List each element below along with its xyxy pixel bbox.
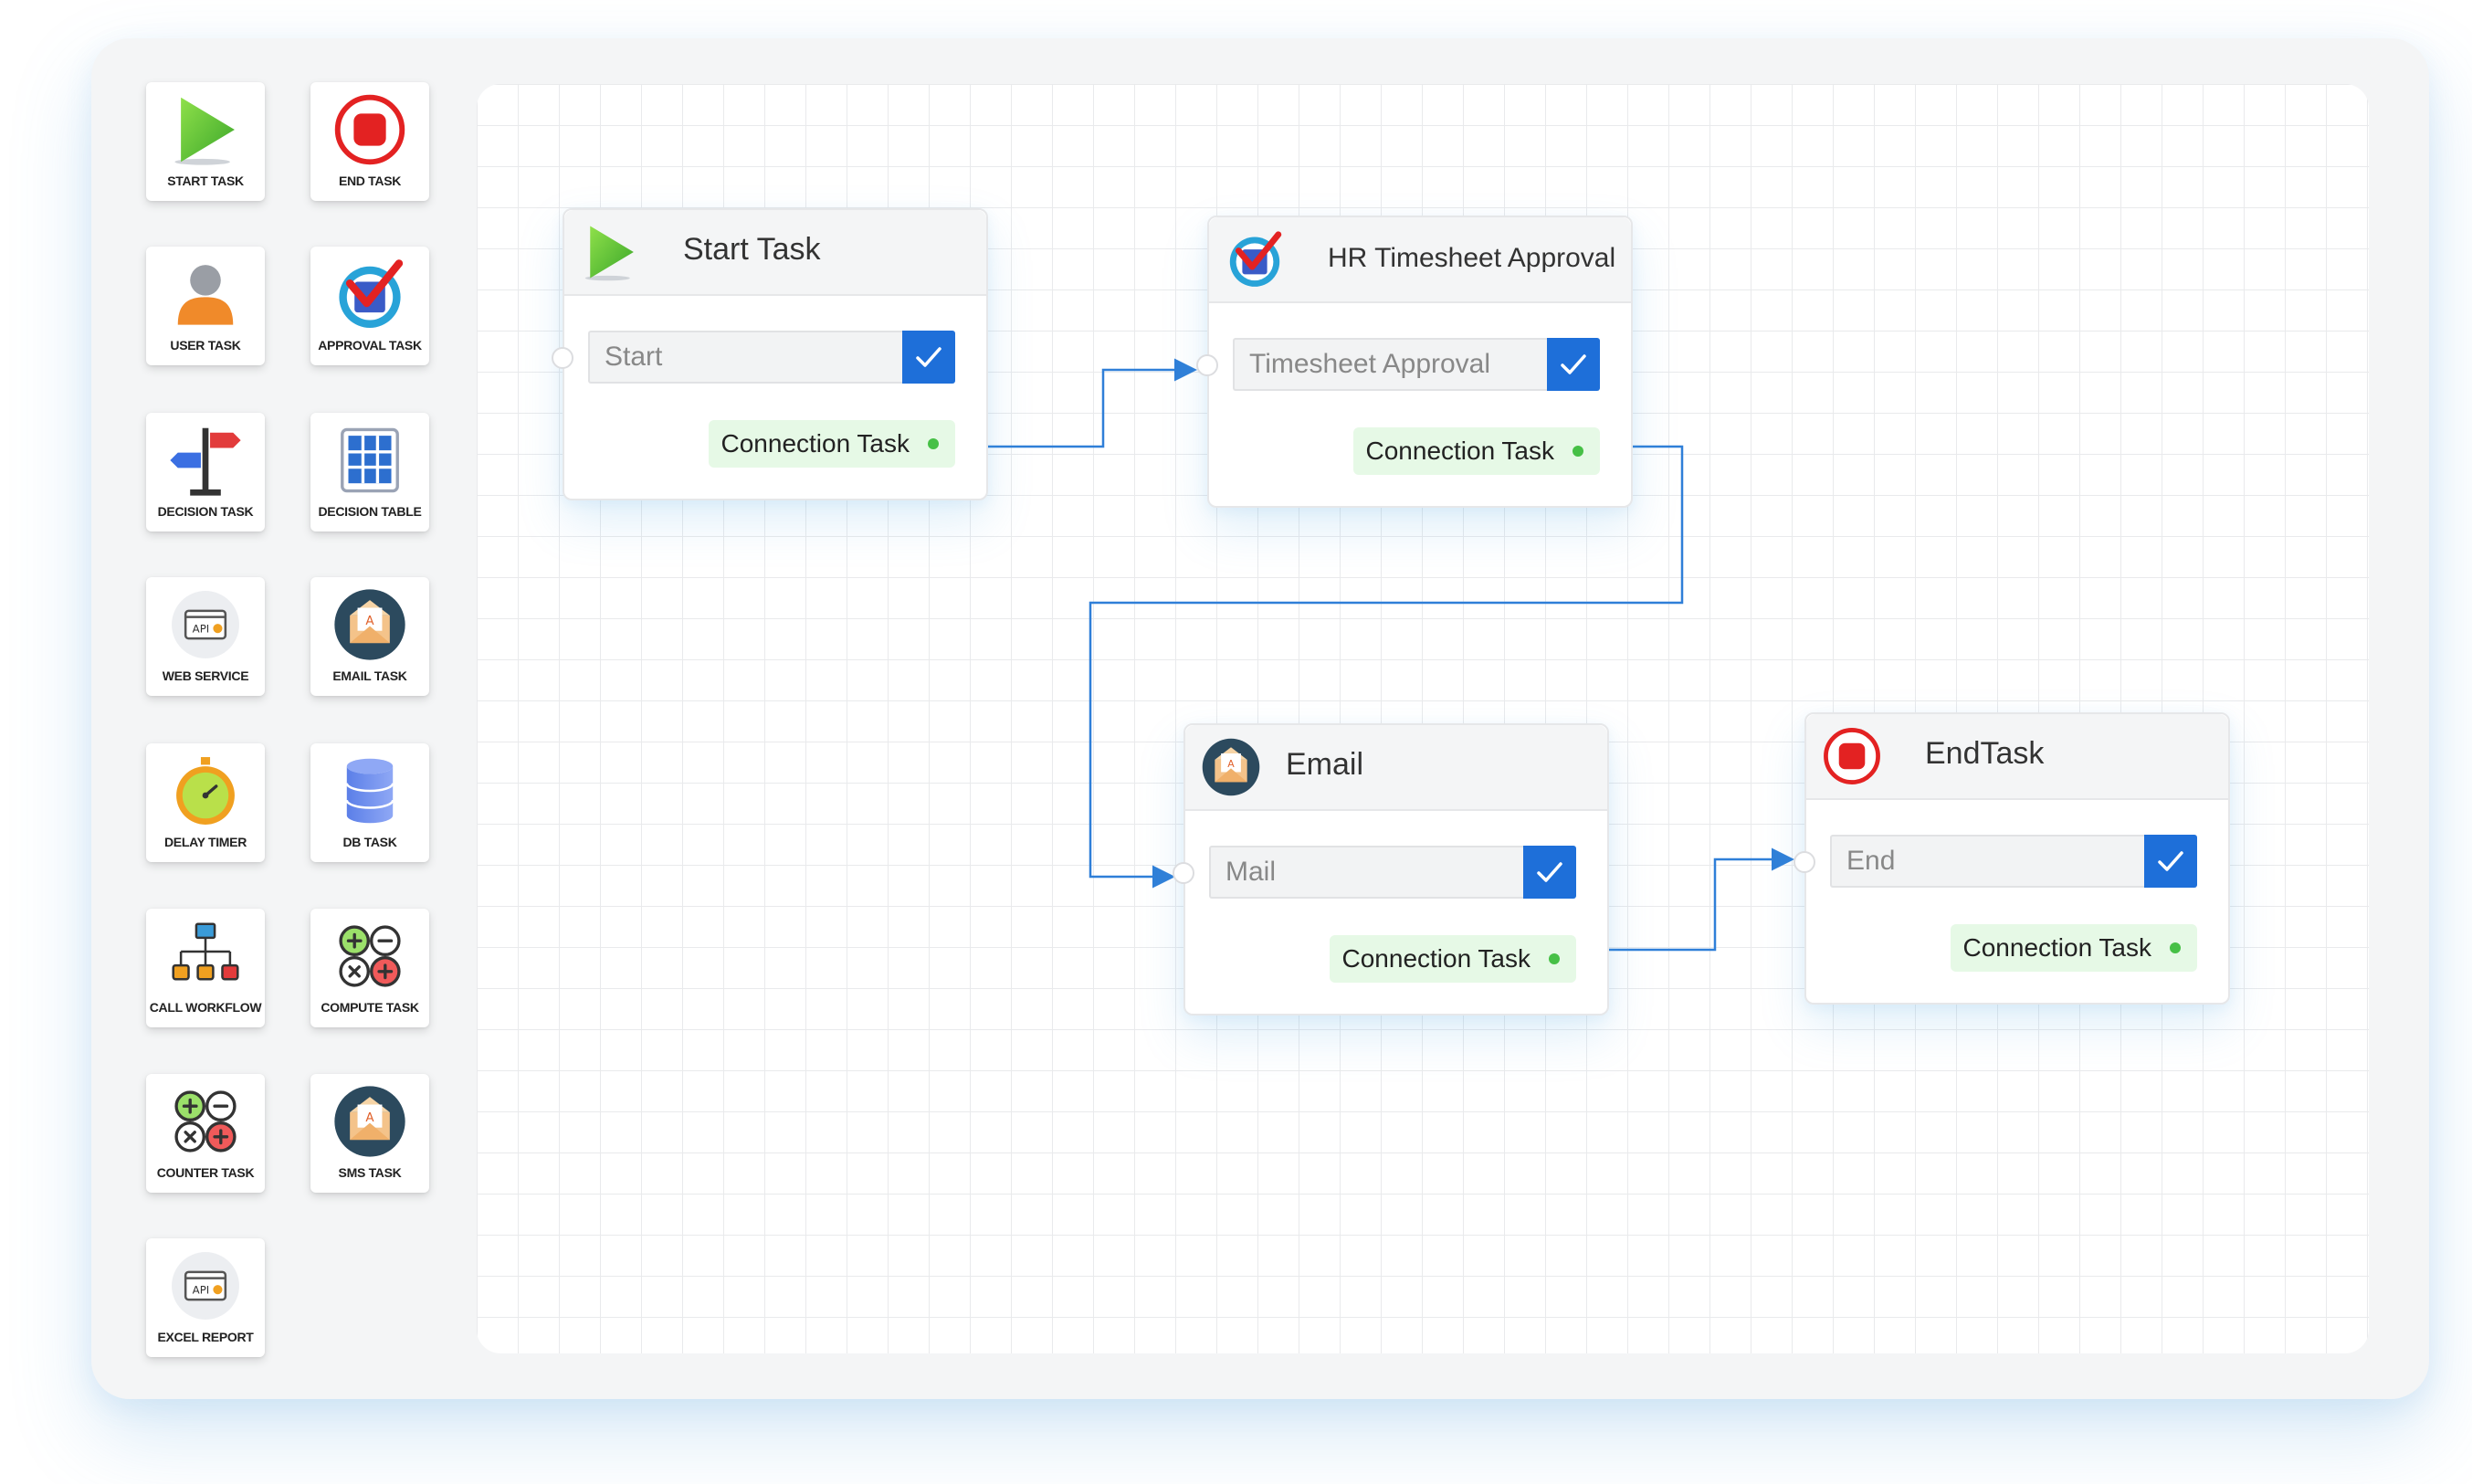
api-window-icon — [167, 1247, 244, 1324]
node-title: Start Task — [683, 232, 821, 267]
palette-item-email-task[interactable]: EMAIL TASK — [310, 577, 429, 696]
user-icon — [167, 256, 244, 332]
calculator-operators-icon — [167, 1083, 244, 1160]
confirm-button[interactable] — [1547, 338, 1600, 391]
palette-item-call-workflow[interactable]: CALL WORKFLOW — [146, 909, 265, 1027]
table-icon — [331, 422, 408, 499]
node-start-task[interactable]: Start Task Connection Task — [552, 208, 988, 500]
approval-check-icon — [1224, 228, 1286, 290]
palette-item-web-service[interactable]: WEB SERVICE — [146, 577, 265, 696]
palette-item-label: WEB SERVICE — [162, 668, 249, 683]
database-icon — [331, 753, 408, 829]
palette-item-approval-task[interactable]: APPROVAL TASK — [310, 247, 429, 365]
confirm-button[interactable] — [902, 331, 955, 384]
output-port-dot[interactable] — [1549, 953, 1560, 964]
node-title: HR Timesheet Approval — [1328, 243, 1616, 273]
connection-task-button[interactable]: Connection Task — [1352, 427, 1600, 475]
palette-item-label: COUNTER TASK — [156, 1165, 255, 1180]
checkmark-icon — [910, 339, 947, 375]
node-name-input[interactable] — [1830, 835, 2144, 888]
output-port-dot[interactable] — [928, 438, 939, 449]
input-port[interactable] — [1196, 354, 1218, 376]
connection-task-button[interactable]: Connection Task — [1329, 935, 1576, 983]
node-header[interactable]: HR Timesheet Approval — [1209, 217, 1631, 303]
palette-item-end-task[interactable]: END TASK — [310, 82, 429, 201]
connection-task-label: Connection Task — [721, 429, 910, 458]
palette-item-user-task[interactable]: USER TASK — [146, 247, 265, 365]
node-end-task[interactable]: EndTask Connection Task — [1794, 712, 2230, 1005]
output-port-dot[interactable] — [1573, 446, 1583, 457]
play-icon — [167, 91, 244, 168]
palette-item-db-task[interactable]: DB TASK — [310, 743, 429, 862]
connection-task-label: Connection Task — [1365, 437, 1555, 465]
palette-item-compute-task[interactable]: COMPUTE TASK — [310, 909, 429, 1027]
palette-item-label: COMPUTE TASK — [321, 1000, 419, 1015]
connection-task-button[interactable]: Connection Task — [708, 420, 955, 468]
node-header[interactable]: Start Task — [564, 210, 986, 296]
palette-item-label: START TASK — [167, 174, 244, 188]
palette-item-counter-task[interactable]: COUNTER TASK — [146, 1074, 265, 1193]
confirm-button[interactable] — [1523, 846, 1576, 899]
palette-item-label: USER TASK — [170, 338, 241, 353]
palette-item-excel-report[interactable]: EXCEL REPORT — [146, 1238, 265, 1357]
checkmark-icon — [2152, 843, 2189, 879]
stop-icon — [331, 91, 408, 168]
checkmark-icon — [1531, 854, 1568, 890]
approval-check-icon — [331, 256, 408, 332]
output-port-dot[interactable] — [2170, 942, 2181, 953]
node-name-input[interactable] — [1209, 846, 1523, 899]
node-hr-timesheet-approval[interactable]: HR Timesheet Approval Connection Task — [1196, 216, 1633, 508]
palette-item-label: CALL WORKFLOW — [149, 1000, 262, 1015]
api-window-icon — [167, 586, 244, 663]
node-header[interactable]: EndTask — [1806, 714, 2228, 800]
confirm-button[interactable] — [2144, 835, 2197, 888]
envelope-icon — [331, 1083, 408, 1160]
input-port[interactable] — [1173, 862, 1194, 884]
palette-item-label: DELAY TIMER — [163, 835, 247, 849]
palette-item-label: DECISION TABLE — [318, 504, 422, 519]
connection-task-label: Connection Task — [1962, 933, 2152, 962]
palette-item-start-task[interactable]: START TASK — [146, 82, 265, 201]
node-name-input[interactable] — [588, 331, 902, 384]
node-header[interactable]: Email — [1185, 725, 1607, 811]
calculator-operators-icon — [331, 918, 408, 995]
connection-task-label: Connection Task — [1341, 944, 1531, 973]
envelope-icon — [1200, 736, 1262, 798]
palette-item-label: EXCEL REPORT — [157, 1330, 254, 1344]
node-email[interactable]: Email Connection Task — [1173, 723, 1609, 1016]
palette-item-label: APPROVAL TASK — [318, 338, 422, 353]
palette-item-decision-table[interactable]: DECISION TABLE — [310, 413, 429, 532]
checkmark-icon — [1555, 346, 1592, 383]
palette-item-sms-task[interactable]: SMS TASK — [310, 1074, 429, 1193]
node-name-input[interactable] — [1233, 338, 1547, 391]
palette-item-label: DB TASK — [342, 835, 397, 849]
palette-item-label: DECISION TASK — [157, 504, 254, 519]
palette-item-label: EMAIL TASK — [332, 668, 407, 683]
node-title: Email — [1286, 747, 1364, 782]
stopwatch-icon — [167, 753, 244, 829]
workflow-tree-icon — [167, 918, 244, 995]
play-icon — [579, 221, 641, 283]
input-port[interactable] — [1794, 851, 1815, 873]
palette-item-delay-timer[interactable]: DELAY TIMER — [146, 743, 265, 862]
connection-task-button[interactable]: Connection Task — [1950, 924, 2197, 972]
input-port[interactable] — [552, 347, 573, 369]
envelope-icon — [331, 586, 408, 663]
palette-item-decision-task[interactable]: DECISION TASK — [146, 413, 265, 532]
signpost-icon — [167, 422, 244, 499]
node-title: EndTask — [1925, 736, 2045, 771]
palette-item-label: SMS TASK — [338, 1165, 402, 1180]
palette-item-label: END TASK — [338, 174, 402, 188]
stop-icon — [1821, 725, 1883, 787]
